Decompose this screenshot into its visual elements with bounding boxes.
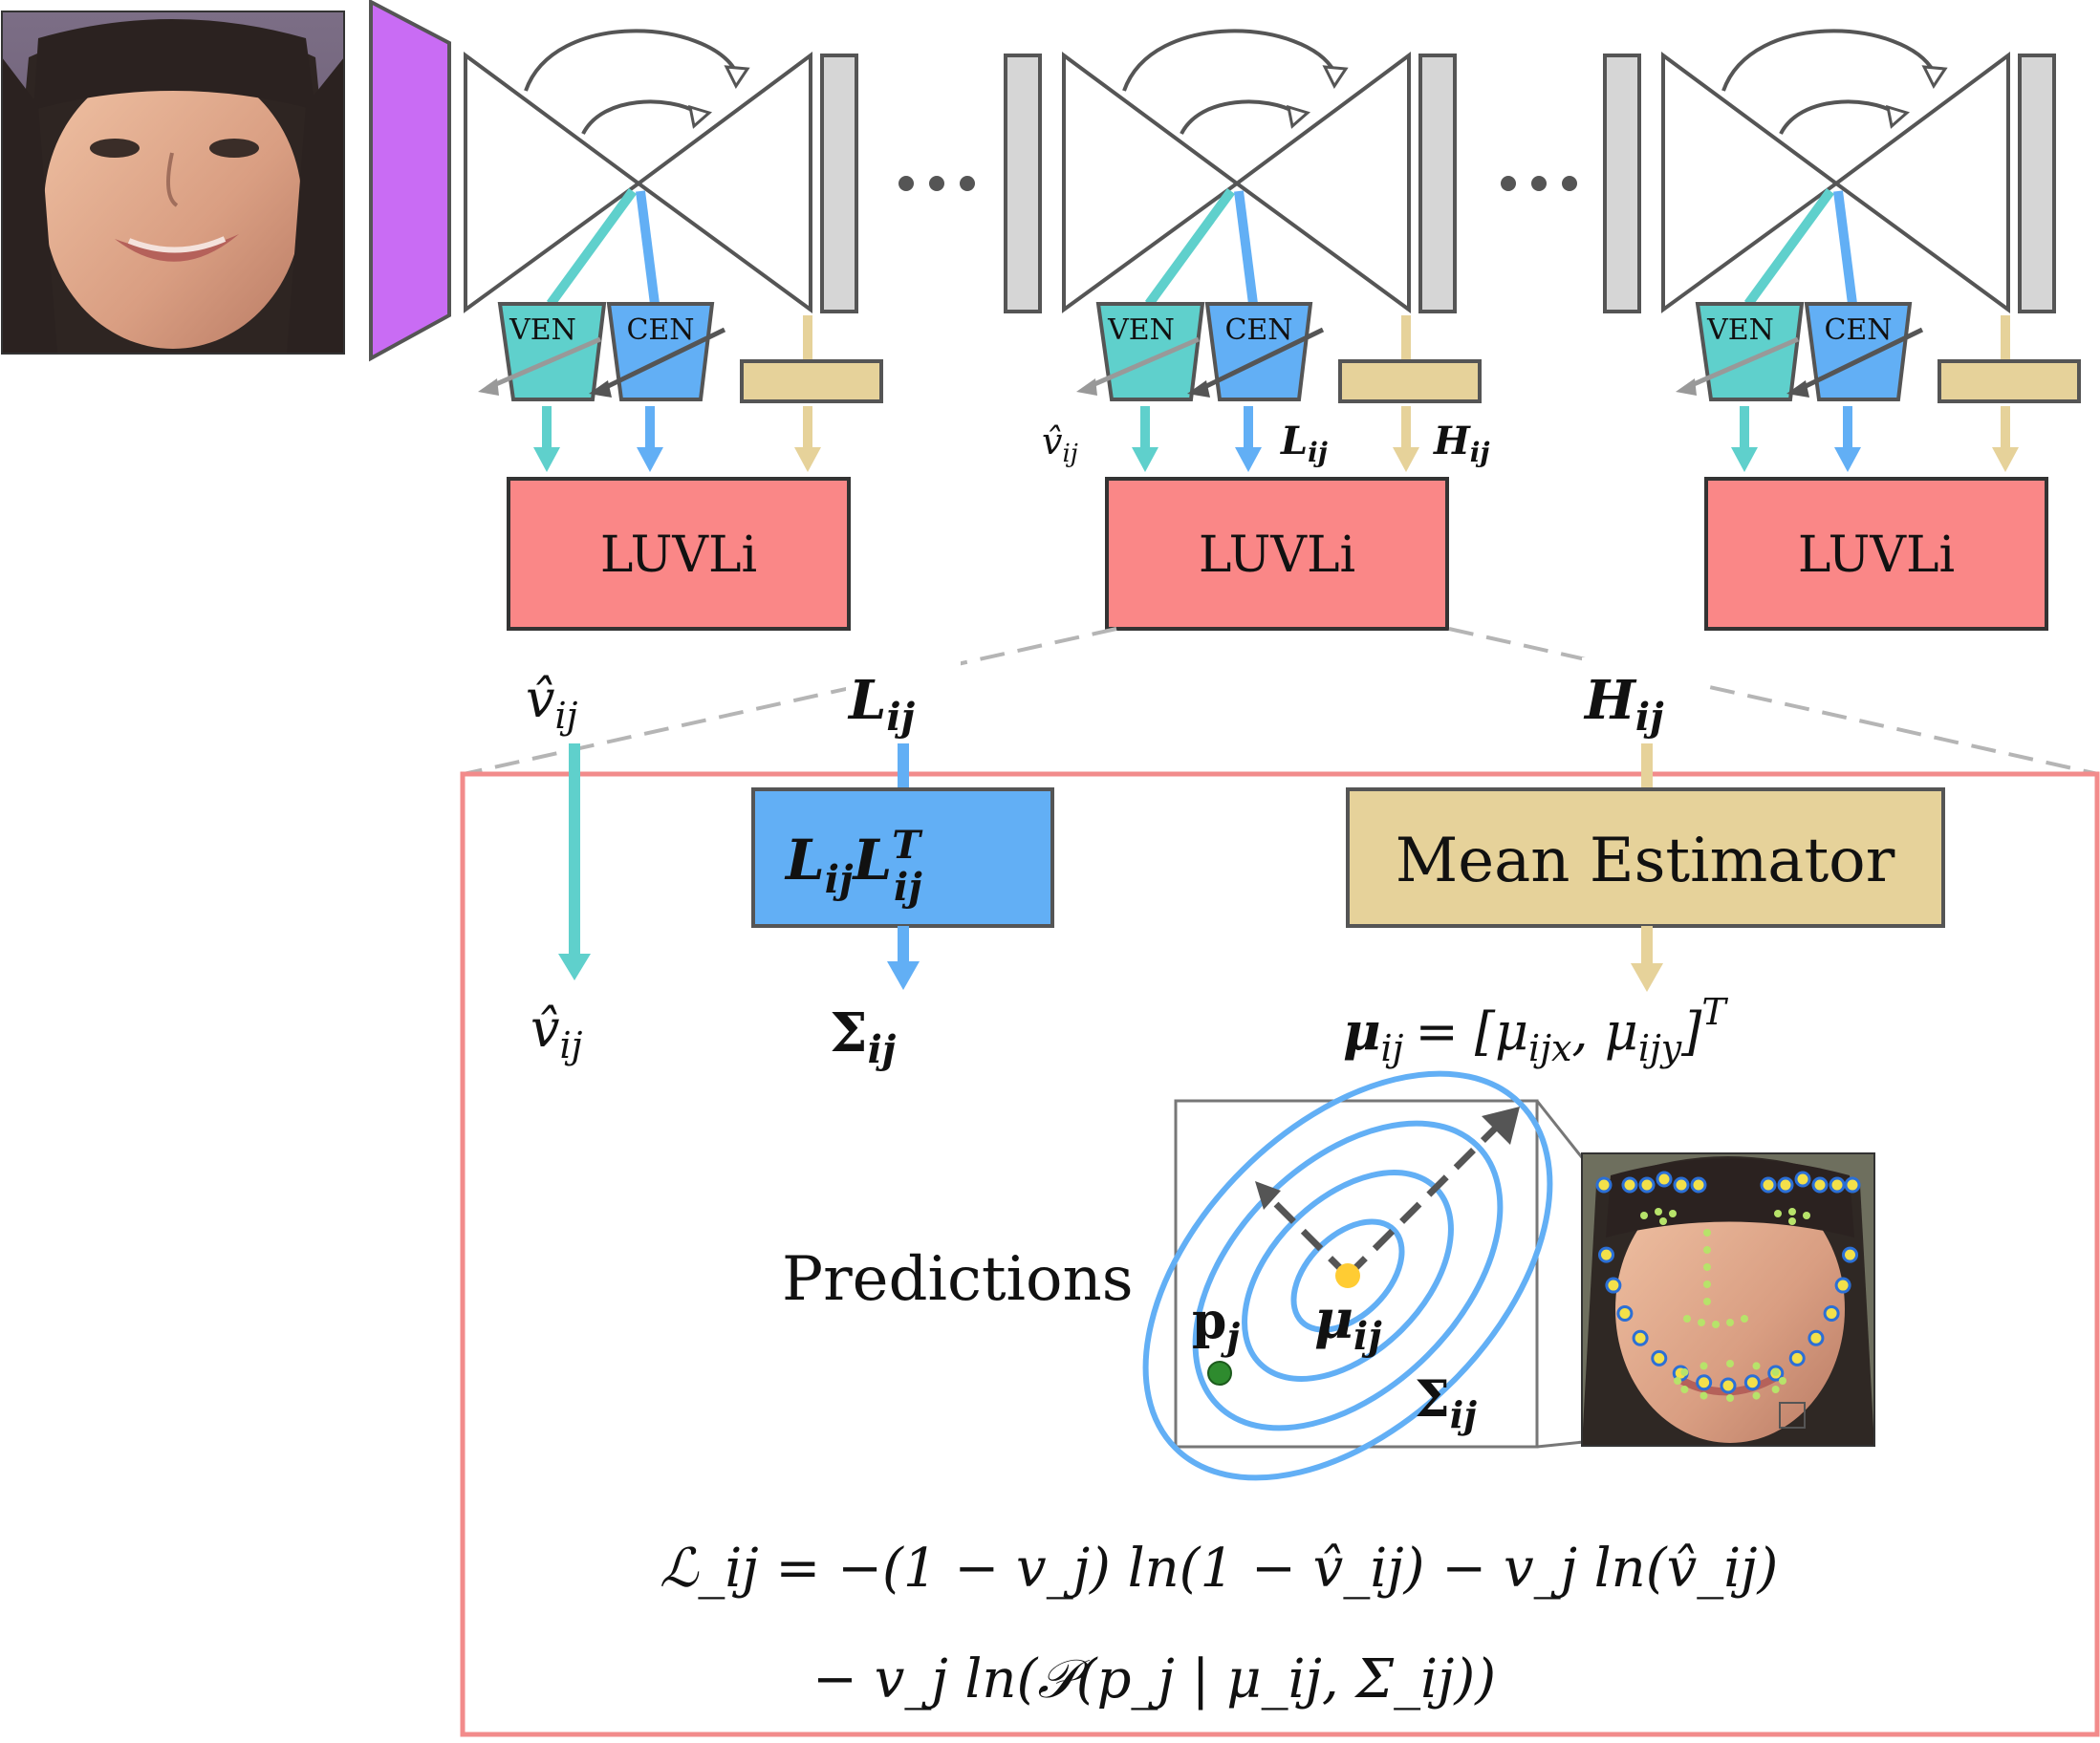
plot-p-label: pj (1192, 1292, 1240, 1358)
mean-estimator-label: Mean Estimator (1396, 826, 1895, 896)
encoder-triangle (1062, 52, 1241, 313)
luvli-detail-panel (460, 771, 2100, 1737)
ven-label: VEN (1107, 313, 1175, 347)
detail-L-input: Lij (847, 669, 916, 740)
skip-arrow-outer (1122, 29, 1336, 92)
stage-output-bar (820, 54, 858, 313)
plot-sigma-label: Σij (1415, 1370, 1477, 1436)
sigma-arrow (887, 926, 920, 990)
luvli-label: LUVLi (1798, 527, 1955, 584)
skip-arrow-inner (581, 99, 700, 135)
stage-ellipsis-1 (898, 176, 975, 191)
detail-vhat-output: v̂ij (530, 999, 583, 1066)
ven-label: VEN (1706, 313, 1774, 347)
hourglass-stages: VEN CEN LUVLi VEN CEN LUVLi VEN CEN LUVLi (464, 29, 2081, 631)
stage2-vhat-label: v̂ij (1042, 420, 1078, 468)
skip-arrow-outer (524, 29, 738, 92)
decoder-triangle (1832, 52, 2010, 313)
hourglass-stage-1: VEN CEN LUVLi (464, 29, 883, 631)
predictions-label: Predictions (782, 1244, 1134, 1315)
detail-vhat-input: v̂ij (526, 669, 578, 737)
ven-block (1695, 302, 1805, 401)
luvli-label: LUVLi (1199, 527, 1355, 584)
ven-block (1095, 302, 1205, 401)
initial-conv-block (369, 0, 451, 362)
cen-label: CEN (1224, 313, 1292, 347)
luvli-label: LUVLi (600, 527, 757, 584)
loss-equation-line-1: ℒ_ij = −(1 − v_j) ln(1 − v̂_ij) − v_j ln… (660, 1538, 1778, 1600)
heatmap-block (1338, 359, 1482, 403)
plot-mu-label: μij (1314, 1288, 1382, 1359)
heatmap-block (740, 359, 883, 403)
hourglass-stage-2: VEN CEN LUVLi (1004, 29, 1482, 631)
luvli-block (1704, 477, 2048, 631)
stage2-H-label: Hij (1433, 419, 1490, 468)
ven-block (497, 302, 607, 401)
stage-input-bar (1603, 54, 1641, 313)
skip-arrow-inner (1180, 99, 1298, 135)
llt-box (751, 787, 1054, 928)
luvli-block (1105, 477, 1449, 631)
stage-output-bar (1418, 54, 1457, 313)
vhat-arrow (558, 743, 591, 980)
stage-ellipsis-2 (1501, 176, 1577, 191)
ven-label: VEN (509, 313, 576, 347)
stage-input-bar (1004, 54, 1042, 313)
stage-output-bar (2018, 54, 2056, 313)
face-landmarks-photo-icon (1581, 1152, 1875, 1447)
hourglass-stage-3: VEN CEN LUVLi (1603, 29, 2081, 631)
encoder-triangle (464, 52, 642, 313)
mu-equation: μij= [μijx, μijy]T (1343, 991, 1728, 1069)
cen-label: CEN (1824, 313, 1892, 347)
stage2-L-label: Lij (1280, 419, 1328, 468)
decoder-triangle (635, 52, 812, 313)
face-photo-icon (1, 11, 345, 355)
zoom-line-right (1448, 627, 2099, 776)
landmark-points (1595, 1171, 1861, 1402)
gaussian-ellipse-plot: μij pj Σij (1142, 1070, 1553, 1481)
decoder-triangle (1233, 52, 1411, 313)
loss-equation-line-2: − v_j ln(𝒫(p_j | μ_ij, Σ_ij)) (812, 1648, 1496, 1711)
detail-H-input: Hij (1583, 669, 1664, 740)
encoder-triangle (1661, 52, 1840, 313)
luvli-block (507, 477, 851, 631)
skip-arrow-inner (1779, 99, 1897, 135)
mean-arrow (1631, 926, 1663, 992)
skip-arrow-outer (1721, 29, 1936, 92)
cen-label: CEN (626, 313, 694, 347)
detail-sigma-output: Σij (830, 1001, 897, 1072)
mean-estimator-box (1346, 787, 1945, 928)
heatmap-block (1938, 359, 2081, 403)
